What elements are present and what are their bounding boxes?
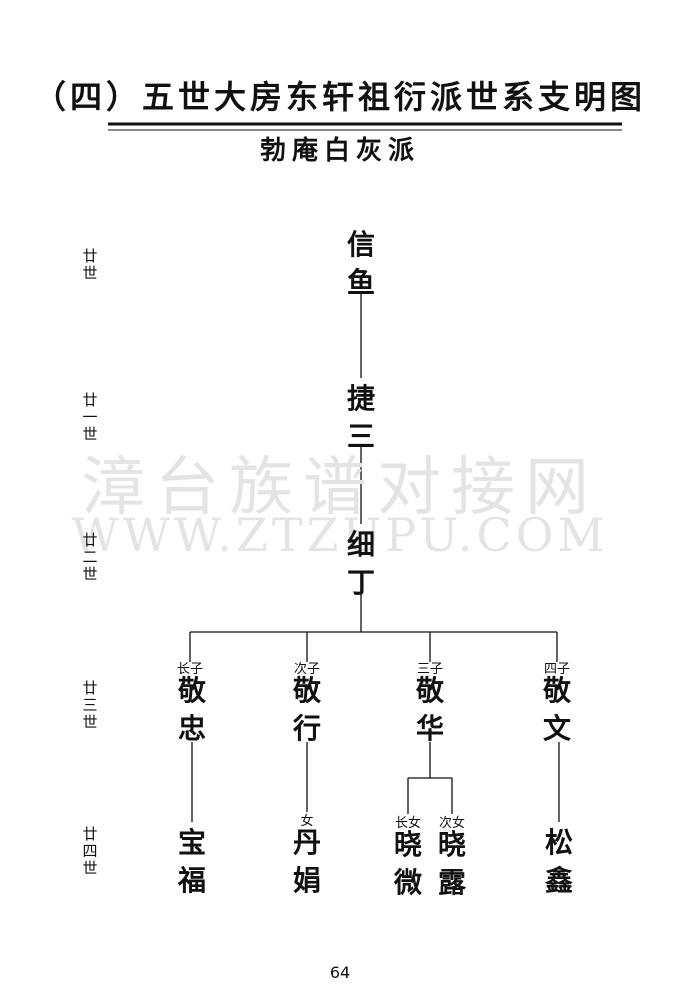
rank-label: 次子 [293, 662, 320, 677]
page-subtitle: 勃庵白灰派 [259, 136, 420, 166]
person-gen24: 宝福 [177, 826, 206, 897]
person-gen23: 敬行 [292, 674, 321, 745]
page-title: （四）五世大房东轩祖衍派世系支明图 [33, 78, 646, 116]
generation-label-20: 廿世 [82, 247, 98, 282]
person-gen24: 松鑫 [544, 826, 573, 897]
person-gen20: 信鱼 [346, 228, 375, 299]
person-gen22: 细丁 [346, 528, 375, 599]
person-gen24: 丹娟 [292, 826, 321, 897]
generation-label-21: 廿一世 [82, 391, 98, 443]
person-gen23: 敬文 [542, 674, 571, 745]
person-gen23: 敬华 [415, 674, 444, 745]
rank-label: 次女 [438, 816, 465, 831]
generation-label-22: 廿二世 [82, 531, 98, 583]
person-gen24: 晓微 [393, 828, 422, 899]
rank-label: 长子 [176, 662, 203, 677]
person-gen21: 捷三 [346, 382, 375, 453]
rank-label: 女 [300, 814, 314, 829]
rank-label: 长女 [394, 816, 421, 831]
rank-label: 四子 [543, 662, 570, 677]
person-gen23: 敬忠 [177, 674, 206, 745]
rank-label: 三子 [416, 662, 443, 677]
generation-label-24: 廿四世 [82, 825, 98, 877]
person-gen24: 晓露 [437, 828, 466, 899]
page-number: 64 [329, 963, 351, 982]
generation-label-23: 廿三世 [82, 679, 98, 731]
